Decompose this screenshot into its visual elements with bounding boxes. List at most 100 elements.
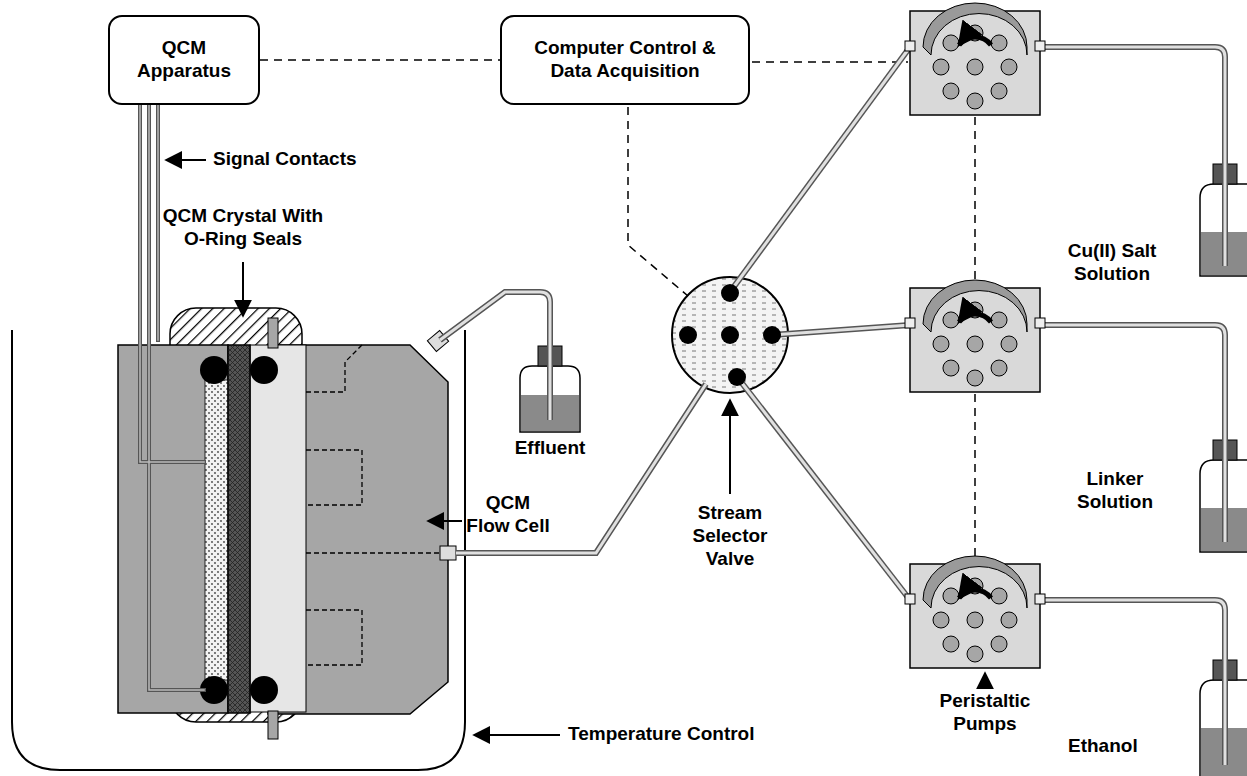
tube <box>738 378 910 600</box>
pump-fitting <box>905 41 915 51</box>
pump-roller <box>967 336 983 352</box>
tube <box>1040 600 1225 765</box>
tube <box>738 378 910 600</box>
tube <box>456 384 706 553</box>
rotation-arrow <box>959 314 991 322</box>
pump-roller <box>967 612 983 628</box>
o-ring <box>250 356 278 384</box>
pump-roller <box>943 360 959 376</box>
part-label: QCM Crystal With O-Ring Seals <box>158 205 328 251</box>
control-link <box>260 59 500 61</box>
valve-port <box>763 326 781 344</box>
part-label: Temperature Control <box>568 723 755 746</box>
tube <box>730 47 910 292</box>
stream-selector-valve <box>672 277 788 393</box>
pump-roller <box>991 588 1007 604</box>
temperature-bath <box>12 330 465 770</box>
tube <box>730 47 910 292</box>
part-label: Cu(II) Salt Solution <box>1055 240 1170 286</box>
pump-roller <box>943 83 959 99</box>
pump-roller <box>1001 59 1017 75</box>
signal-wire <box>156 105 160 340</box>
leader-arrow <box>729 400 731 494</box>
signal-contacts <box>140 105 204 690</box>
flange <box>268 318 278 348</box>
valve-ports <box>679 284 781 386</box>
box-label: QCM Apparatus <box>124 37 244 83</box>
signal-wire <box>149 105 204 690</box>
valve-port <box>721 284 739 302</box>
part-label: Peristaltic Pumps <box>925 690 1045 736</box>
part-label: Effluent <box>500 437 600 460</box>
peristaltic-pumps <box>905 3 1045 668</box>
tube <box>772 325 910 335</box>
tube <box>1040 600 1225 765</box>
rotation-arrow <box>959 590 991 598</box>
pump-fitting <box>905 594 915 604</box>
signal-wire <box>149 105 204 690</box>
pump-fitting <box>1035 594 1045 604</box>
leader-arrow <box>984 673 986 687</box>
pump-roller <box>1001 336 1017 352</box>
part-label: QCM Flow Cell <box>463 492 553 538</box>
pump-roller <box>991 83 1007 99</box>
pump-track <box>923 556 1027 608</box>
electrode <box>205 380 228 680</box>
part-label: Ethanol <box>1068 735 1138 758</box>
leader-arrow <box>166 159 206 161</box>
flow-cell <box>118 308 456 739</box>
valve-port <box>728 368 746 386</box>
valve-body <box>672 277 788 393</box>
rotation-arrow <box>959 37 991 45</box>
pump-roller <box>1001 612 1017 628</box>
tube <box>1040 325 1225 542</box>
pump-fitting <box>905 318 915 328</box>
peristaltic-pump <box>905 556 1045 668</box>
control-wire <box>628 107 688 296</box>
valve-port <box>679 326 697 344</box>
pump-roller <box>967 59 983 75</box>
pump-roller <box>943 588 959 604</box>
leader-arrow <box>428 520 462 522</box>
signal-wire <box>157 105 159 340</box>
peristaltic-pump <box>905 3 1045 115</box>
pump-roller <box>933 612 949 628</box>
qcm-crystal <box>228 345 250 713</box>
tube <box>456 384 706 553</box>
valve-port <box>721 326 739 344</box>
control-wire <box>752 61 908 63</box>
pump-fitting <box>1035 41 1045 51</box>
pump-roller <box>991 312 1007 328</box>
tube <box>1040 47 1225 266</box>
pump-track <box>923 280 1027 332</box>
leader-arrow <box>474 734 560 736</box>
o-ring <box>250 676 278 704</box>
pump-track <box>923 3 1027 55</box>
inlet-fitting <box>440 546 456 560</box>
pump-roller <box>967 93 983 109</box>
pump-roller <box>943 312 959 328</box>
pump-roller <box>933 336 949 352</box>
pump-roller <box>933 59 949 75</box>
box-label: Computer Control & Data Acquisition <box>516 37 734 83</box>
peristaltic-pump <box>905 280 1045 392</box>
pump-fitting <box>1035 318 1045 328</box>
pump-roller <box>991 636 1007 652</box>
pump-roller <box>943 636 959 652</box>
tube <box>440 292 550 420</box>
part-label: Linker Solution <box>1068 468 1163 514</box>
tube <box>440 292 550 420</box>
part-label: Signal Contacts <box>213 148 357 171</box>
tube <box>1040 47 1225 266</box>
pump-roller <box>991 360 1007 376</box>
leader-arrow <box>242 262 244 316</box>
control-wire <box>974 394 976 563</box>
tube <box>772 325 910 335</box>
o-ring <box>200 356 228 384</box>
flange <box>268 711 278 739</box>
part-label: Stream Selector Valve <box>680 502 780 570</box>
instrument-box: QCM Apparatus <box>108 15 260 105</box>
